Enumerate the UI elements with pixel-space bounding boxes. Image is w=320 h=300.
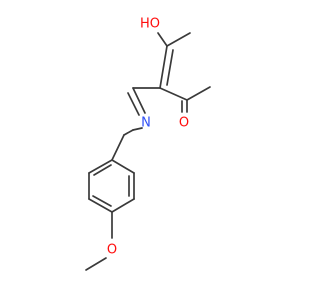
molecule-diagram: HO O N O [85,17,211,271]
ring-inner-2 [92,195,112,207]
bond-c2-c3-second [166,49,174,86]
ring-bond-3 [111,198,135,213]
ring-bond-6 [88,159,113,174]
bond-n1-c7-b [123,129,134,136]
bond-c1-c2 [166,32,191,47]
ring-bond-4 [88,198,113,213]
bond-c4-c5 [186,86,211,101]
atom-label-hydroxyl: HO [140,17,160,32]
atom-label-ketone-oxygen: O [179,116,189,131]
bond-c6-n1-second [127,92,140,116]
atom-labels: HO O N O [107,17,189,258]
bond-c2-o1 [157,32,168,47]
bonds [85,32,211,271]
bond-c3-c4 [159,87,188,101]
atom-label-imine-nitrogen: N [141,116,151,131]
bond-c7-ring [111,134,125,161]
bond-c2-c3 [159,45,168,89]
ring-inner-3 [93,164,112,176]
atom-label-methoxy-oxygen: O [107,243,117,258]
bond-n1-c7 [132,127,143,131]
ring-bond-1 [111,159,135,174]
bond-c6-n1 [132,87,146,114]
bond-o3-ch3 [85,257,107,271]
